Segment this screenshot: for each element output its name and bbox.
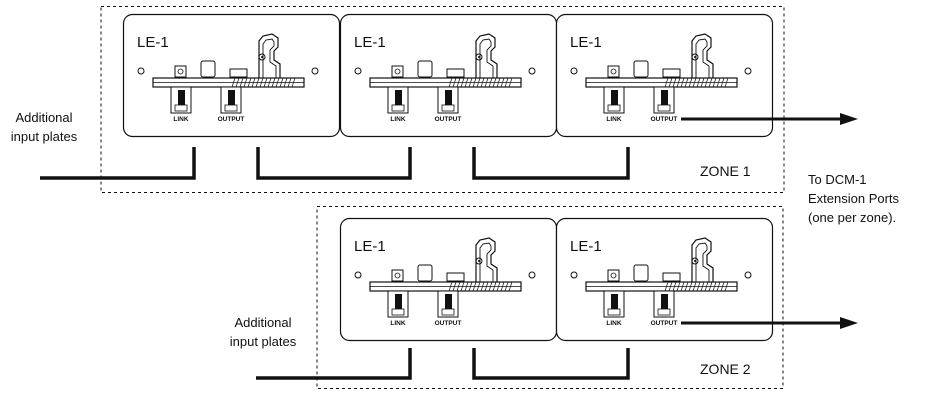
- input-cable-2: [256, 348, 412, 380]
- zone-1-outline: [100, 6, 785, 193]
- link-cable-2a: [472, 348, 630, 380]
- note-line: To DCM-1: [808, 172, 867, 187]
- additional-inputs-note-2: Additional input plates: [230, 315, 297, 349]
- output-port-label: OUTPUT: [651, 116, 678, 123]
- zone-1-cables: [40, 113, 858, 180]
- link-port-label: LINK: [390, 320, 405, 327]
- zone-2-cables: [256, 317, 858, 380]
- output-port-label: OUTPUT: [435, 320, 462, 327]
- arrow-head-icon: [840, 317, 858, 329]
- link-cable-1a: [256, 147, 412, 180]
- link-port-label: LINK: [606, 320, 621, 327]
- plate-title: LE-1: [570, 34, 602, 51]
- link-port-label: LINK: [173, 116, 188, 123]
- le1-plate-2: LE-1 LINK OUTPUT: [339, 13, 558, 138]
- input-cable-1: [40, 147, 196, 180]
- note-line: Additional: [234, 315, 291, 330]
- output-port-label: OUTPUT: [651, 320, 678, 327]
- plate-title: LE-1: [570, 238, 602, 255]
- additional-inputs-note-1: Additional input plates: [11, 110, 78, 144]
- link-port-label: LINK: [390, 116, 405, 123]
- arrow-head-icon: [840, 113, 858, 125]
- le1-plate-4: LE-1 LINK OUTPUT: [339, 217, 558, 342]
- le1-plate-3: LE-1 LINK OUTPUT: [555, 13, 774, 138]
- output-port-label: OUTPUT: [218, 116, 245, 123]
- le1-plate-5: LE-1 LINK OUTPUT: [555, 217, 774, 342]
- note-line: Additional: [15, 110, 72, 125]
- zone-1: ZONE 1 LE-1 LINK OUTPUT LE-1 LINK OUTPUT…: [100, 6, 785, 193]
- plate-title: LE-1: [354, 34, 386, 51]
- dcm-destination-note: To DCM-1 Extension Ports (one per zone).: [808, 172, 900, 225]
- link-port-label: LINK: [606, 116, 621, 123]
- note-line: Extension Ports: [808, 191, 900, 206]
- link-cable-1b: [472, 147, 630, 180]
- note-line: (one per zone).: [808, 210, 896, 225]
- output-port-label: OUTPUT: [435, 116, 462, 123]
- note-line: input plates: [11, 129, 78, 144]
- plate-title: LE-1: [354, 238, 386, 255]
- le1-plate-1: LE-1 LINK OUTPUT: [122, 13, 341, 138]
- zone-1-label: ZONE 1: [700, 163, 751, 179]
- note-line: input plates: [230, 334, 297, 349]
- plate-title: LE-1: [137, 34, 169, 51]
- zone-2: ZONE 2 LE-1 LINK OUTPUT LE-1 LINK OUTPUT: [316, 206, 784, 389]
- zone-2-label: ZONE 2: [700, 361, 751, 377]
